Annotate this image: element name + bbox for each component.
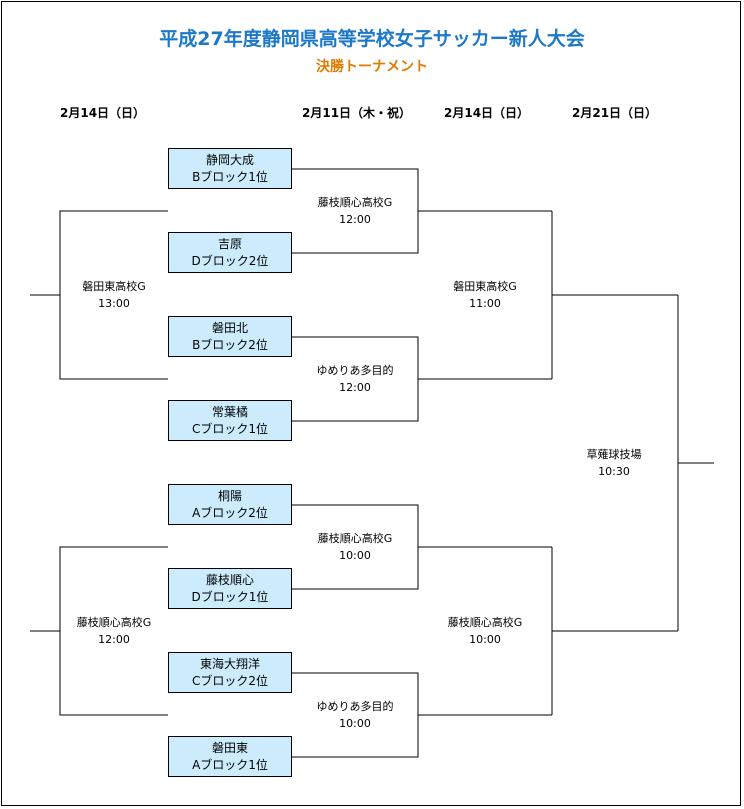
venue-qf2: ゆめりあ多目的 12:00	[285, 362, 425, 396]
date-round2: 2月11日（木・祝）	[302, 106, 412, 120]
venue-qf4: ゆめりあ多目的 10:00	[285, 698, 425, 732]
team-box-7: 東海大翔洋 Cブロック2位	[168, 652, 292, 693]
venue-place: 藤枝順心高校G	[76, 616, 152, 629]
team-seed: Aブロック2位	[192, 506, 268, 520]
team-name: 藤枝順心	[205, 573, 254, 587]
venue-place: 磐田東高校G	[453, 280, 517, 293]
venue-time: 12:00	[98, 633, 130, 646]
page-title: 平成27年度静岡県高等学校女子サッカー新人大会	[159, 28, 585, 50]
venue-time: 13:00	[98, 297, 130, 310]
venue-time: 12:00	[339, 213, 371, 226]
venue-time: 10:00	[339, 717, 371, 730]
team-name: 吉原	[217, 237, 242, 251]
team-seed: Dブロック1位	[191, 590, 269, 604]
team-name: 磐田東	[211, 741, 248, 755]
venue-final: 草薙球技場 10:30	[544, 446, 684, 480]
venue-time: 10:00	[469, 633, 501, 646]
team-name: 桐陽	[217, 489, 242, 503]
page-subtitle: 決勝トーナメント	[316, 59, 428, 75]
team-seed: Cブロック2位	[191, 674, 268, 688]
team-box-5: 桐陽 Aブロック2位	[168, 484, 292, 525]
venue-time: 11:00	[469, 297, 501, 310]
venue-time: 10:00	[339, 549, 371, 562]
venue-place: 藤枝順心高校G	[317, 196, 393, 209]
venue-place: 藤枝順心高校G	[447, 616, 523, 629]
team-box-2: 吉原 Dブロック2位	[168, 232, 292, 273]
venue-place: ゆめりあ多目的	[316, 364, 394, 377]
team-box-8: 磐田東 Aブロック1位	[168, 736, 292, 777]
venue-qf3: 藤枝順心高校G 10:00	[285, 530, 425, 564]
team-name: 静岡大成	[205, 153, 254, 167]
team-box-4: 常葉橘 Cブロック1位	[168, 400, 292, 441]
team-seed: Dブロック2位	[191, 254, 269, 268]
team-name: 東海大翔洋	[199, 657, 260, 671]
venue-sf2: 藤枝順心高校G 10:00	[415, 614, 555, 648]
venue-place: ゆめりあ多目的	[316, 700, 394, 713]
venue-place: 磐田東高校G	[82, 280, 146, 293]
date-round1: 2月14日（日）	[60, 106, 146, 120]
team-box-3: 磐田北 Bブロック2位	[168, 316, 292, 357]
venue-place: 藤枝順心高校G	[317, 532, 393, 545]
venue-place: 草薙球技場	[586, 448, 642, 461]
venue-time: 10:30	[598, 465, 630, 478]
venue-left-top: 磐田東高校G 13:00	[44, 278, 184, 312]
team-box-1: 静岡大成 Bブロック1位	[168, 148, 292, 189]
date-semifinal: 2月14日（日）	[444, 106, 530, 120]
venue-left-bottom: 藤枝順心高校G 12:00	[44, 614, 184, 648]
venue-time: 12:00	[339, 381, 371, 394]
venue-sf1: 磐田東高校G 11:00	[415, 278, 555, 312]
team-name: 常葉橘	[211, 405, 248, 419]
team-name: 磐田北	[211, 321, 248, 335]
team-seed: Aブロック1位	[192, 758, 268, 772]
team-seed: Bブロック2位	[192, 338, 268, 352]
date-final: 2月21日（日）	[572, 106, 658, 120]
team-seed: Cブロック1位	[191, 422, 268, 436]
team-box-6: 藤枝順心 Dブロック1位	[168, 568, 292, 609]
venue-qf1: 藤枝順心高校G 12:00	[285, 194, 425, 228]
team-seed: Bブロック1位	[192, 170, 268, 184]
